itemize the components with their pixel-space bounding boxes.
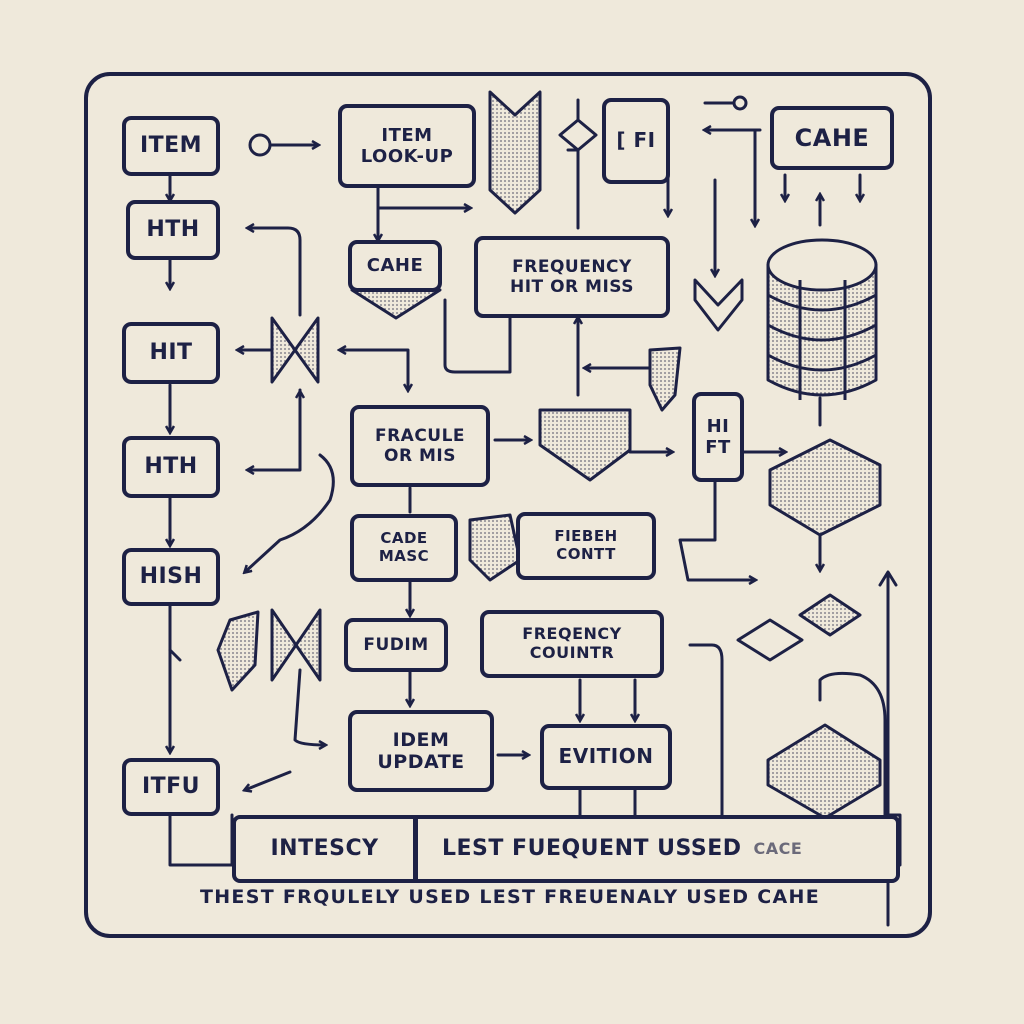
decision-diamond xyxy=(558,118,598,152)
node-hth-top: HTH xyxy=(126,200,220,260)
wire-bowtie-down xyxy=(358,348,408,390)
node-fracule-or-mis: FRACULE OR MIS xyxy=(350,405,490,487)
node-idem-update-line2: UPDATE xyxy=(377,751,465,773)
node-evition: EVITION xyxy=(540,724,672,790)
node-fracule-line1: FRACULE xyxy=(374,425,466,446)
node-fiebeh-line2: CONTT xyxy=(556,545,616,563)
node-hish: HISH xyxy=(122,548,220,606)
node-cahe-small: CAHE xyxy=(348,240,442,292)
node-hit: HIT xyxy=(122,322,220,384)
small-diamond-1 xyxy=(736,618,804,662)
node-cade-masc-line2: MASC xyxy=(378,547,430,565)
node-frequency-line2: HIT OR MISS xyxy=(510,277,634,297)
node-intescy: INTESCY xyxy=(232,815,417,883)
node-itfu: ITFU xyxy=(122,758,220,816)
wire-right-edge-arrow xyxy=(878,570,898,587)
wire-squiggle-3 xyxy=(245,770,292,790)
node-fi-label: [ FI xyxy=(616,128,656,153)
wire-cahe-loop xyxy=(443,298,512,374)
notched-shape xyxy=(468,513,522,582)
node-fudim: FUDIM xyxy=(344,618,448,672)
node-frequency-line1: FREQUENCY xyxy=(512,256,632,277)
node-hi-ft-line2: FT xyxy=(705,437,731,458)
node-hth-top-label: HTH xyxy=(146,217,200,243)
wire-hook-1 xyxy=(248,228,302,317)
node-lest-fuequent: LEST FUEQUENT USSED CACE xyxy=(414,815,900,883)
chevron-flag-shape xyxy=(488,90,542,215)
node-fi: [ FI xyxy=(602,98,670,184)
node-freq-counter-line1: FREQENCY xyxy=(522,624,622,644)
node-idem-update-line1: IDEM xyxy=(392,728,450,751)
node-fracule-line2: OR MIS xyxy=(384,446,456,466)
node-cahe-small-label: CAHE xyxy=(366,255,424,277)
node-intescy-label: INTESCY xyxy=(270,836,379,862)
node-cade-masc: CADE MASC xyxy=(350,514,458,582)
node-freq-counter-line2: COUINTR xyxy=(529,643,615,662)
node-evition-label: EVITION xyxy=(558,744,654,769)
wire-left-branch xyxy=(168,648,182,662)
flag-lower xyxy=(216,610,260,692)
node-hit-label: HIT xyxy=(149,340,193,366)
node-item-lookup-line2: LOOK-UP xyxy=(360,146,454,167)
node-itfu-label: ITFU xyxy=(141,774,201,800)
node-item-lookup: ITEM LOOK-UP xyxy=(338,104,476,188)
node-fiebeh-line1: FIEBEH xyxy=(554,527,618,546)
node-fudim-label: FUDIM xyxy=(363,634,429,655)
node-hi-ft: HI FT xyxy=(692,392,744,482)
node-frequency-hit-or-miss: FREQUENCY HIT OR MISS xyxy=(474,236,670,318)
chevron-down-arrow xyxy=(693,278,744,332)
node-hth-mid: HTH xyxy=(122,436,220,498)
wire-itfu-down xyxy=(168,813,234,867)
wire-counter-loop xyxy=(688,643,724,817)
node-cahe-top-right-label: CAHE xyxy=(794,123,870,152)
node-lest-fuequent-label: LEST FUEQUENT USSED xyxy=(442,836,742,862)
flag-shape xyxy=(648,346,682,412)
diagram-caption: THEST FRQULELY USED LEST FREUENALY USED … xyxy=(199,886,821,908)
node-item-lookup-line1: ITEM xyxy=(381,124,433,146)
wire-hift-down xyxy=(678,478,755,580)
bottom-cube xyxy=(766,723,882,820)
node-hi-ft-line1: HI xyxy=(706,415,730,437)
node-cace-tail-label: CACE xyxy=(753,838,803,858)
diagram-frame xyxy=(84,72,932,938)
bowtie-shape xyxy=(270,316,320,384)
wire-squiggle-2 xyxy=(293,668,325,745)
node-item: ITEM xyxy=(122,116,220,176)
node-hth-mid-label: HTH xyxy=(144,454,198,480)
tray-3d xyxy=(768,438,882,537)
wire-squiggle-1 xyxy=(245,453,335,572)
database-icon xyxy=(766,238,878,400)
small-diamond-2 xyxy=(798,593,862,637)
wire-cube2-loop xyxy=(818,671,887,817)
node-hish-label: HISH xyxy=(139,564,203,590)
node-idem-update: IDEM UPDATE xyxy=(348,710,494,792)
bowtie-lower xyxy=(270,608,322,682)
node-frequency-countr: FREQENCY COUINTR xyxy=(480,610,664,678)
funnel-box xyxy=(538,408,632,482)
node-cade-masc-line1: CADE xyxy=(380,529,428,548)
node-cahe-top-right: CAHE xyxy=(770,106,894,170)
node-fiebeh-contt: FIEBEH CONTT xyxy=(516,512,656,580)
node-item-label: ITEM xyxy=(139,133,203,159)
